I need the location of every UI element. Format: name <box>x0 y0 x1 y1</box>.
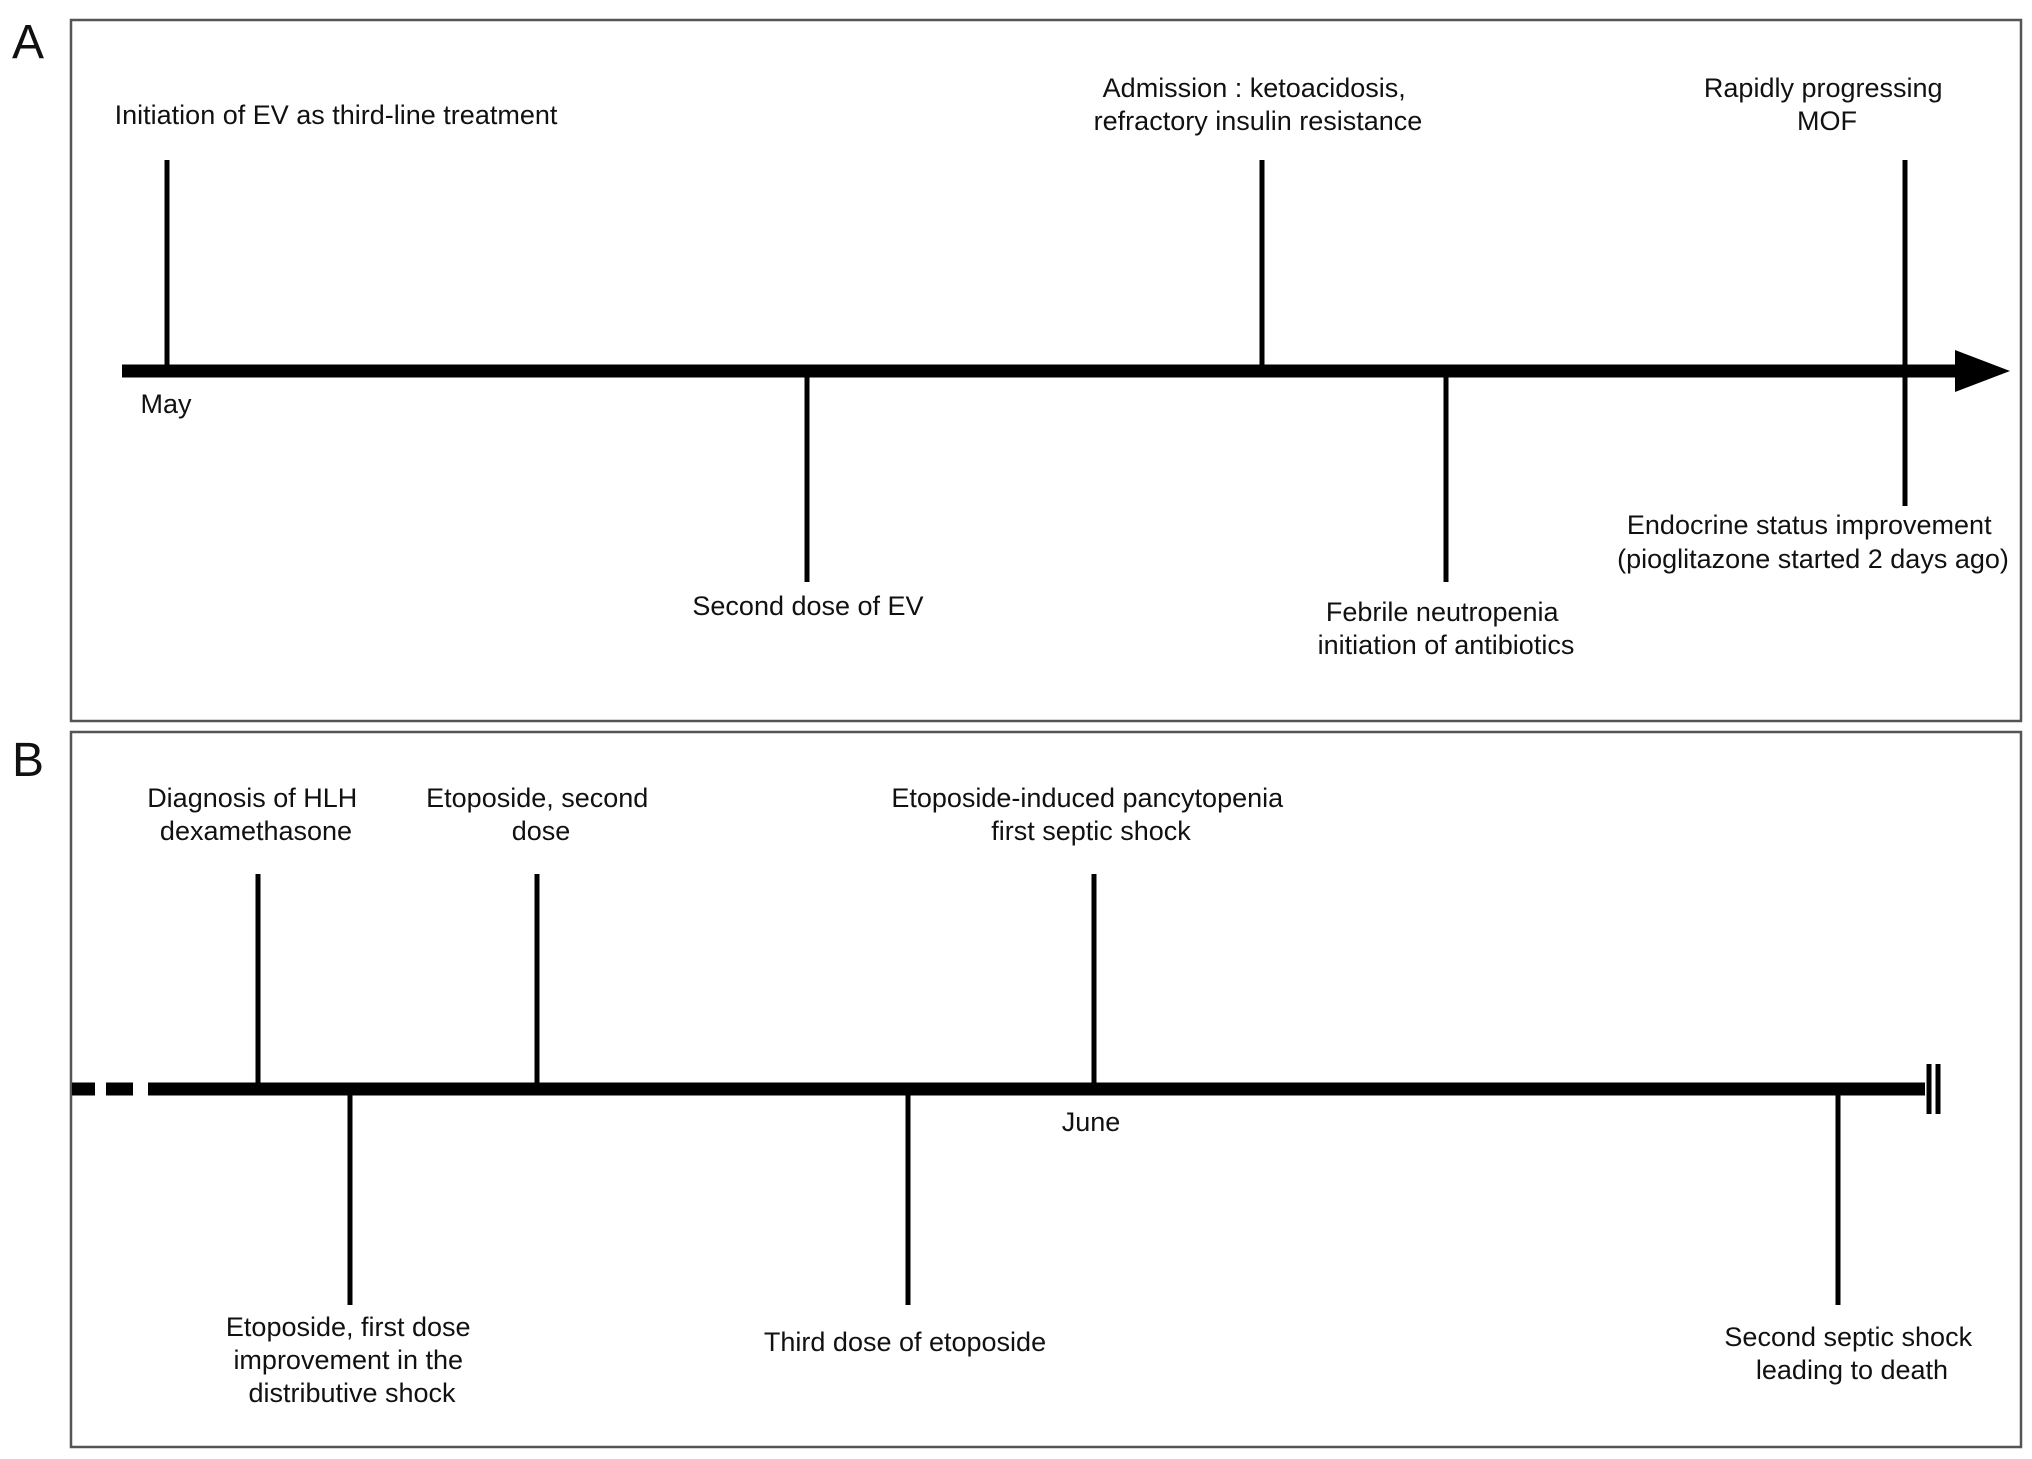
panel-b-event-1: Diagnosis of HLH dexamethasone <box>147 783 365 1089</box>
panel-b-event-6: Second septic shock leading to death <box>1724 1089 1979 1385</box>
event-label: Initiation of EV as third-line treatment <box>115 100 558 130</box>
panel-a-event-6: Endocrine status improvement (pioglitazo… <box>1617 371 2009 574</box>
event-label-line: Second septic shock <box>1724 1322 1972 1352</box>
event-label-line: Etoposide-induced pancytopenia <box>891 783 1284 813</box>
event-label-line: Rapidly progressing <box>1704 73 1943 103</box>
event-label-line: Third dose of etoposide <box>764 1327 1046 1357</box>
panel-a-letter: A <box>12 16 44 69</box>
event-label-line: MOF <box>1797 106 1857 136</box>
event-label-line: Etoposide, first dose <box>226 1312 471 1342</box>
event-label: Etoposide-induced pancytopenia first sep… <box>891 783 1290 846</box>
panel-a-event-3: Admission : ketoacidosis, refractory ins… <box>1094 73 1423 371</box>
event-label-line: distributive shock <box>248 1378 456 1408</box>
panel-a-frame <box>69 18 2023 723</box>
event-label-line: (pioglitazone started 2 days ago) <box>1617 544 2009 574</box>
panel-a-event-2: Second dose of EV <box>692 371 924 621</box>
event-label: Third dose of etoposide <box>764 1327 1046 1357</box>
event-label: Second dose of EV <box>692 591 923 621</box>
event-label-line: Initiation of EV as third-line treatment <box>115 100 558 130</box>
event-label: Etoposide, first dose improvement in the… <box>226 1312 478 1408</box>
event-label-line: Admission : ketoacidosis, <box>1103 73 1406 103</box>
event-label-line: initiation of antibiotics <box>1318 630 1575 660</box>
panel-a-start-label: May <box>140 389 192 419</box>
event-label-line: Febrile neutropenia <box>1326 597 1560 627</box>
event-label: Rapidly progressing MOF <box>1704 73 1950 136</box>
panel-b-letter: B <box>12 734 44 787</box>
event-label: Febrile neutropenia initiation of antibi… <box>1318 597 1575 660</box>
event-label: Second septic shock leading to death <box>1724 1322 1979 1385</box>
event-label-line: Second dose of EV <box>692 591 923 621</box>
panel-a-event-5: Rapidly progressing MOF <box>1704 73 1950 371</box>
event-label-line: first septic shock <box>991 816 1191 846</box>
panel-a: A May Initiation of EV as third-line tre… <box>12 16 2023 723</box>
panel-a-axis-arrowhead <box>1955 350 2010 392</box>
panel-b-event-5: Etoposide-induced pancytopenia first sep… <box>891 783 1290 1089</box>
panel-b-frame <box>69 730 2023 1449</box>
event-label-line: Diagnosis of HLH <box>147 783 357 813</box>
event-label: Etoposide, second dose <box>426 783 656 846</box>
panel-b-event-4: Third dose of etoposide <box>764 1089 1046 1357</box>
event-label-line: Etoposide, second <box>426 783 648 813</box>
panel-b-event-2: Etoposide, first dose improvement in the… <box>226 1089 478 1408</box>
panel-b-mid-label: June <box>1062 1107 1121 1137</box>
event-label-line: Endocrine status improvement <box>1627 510 1992 540</box>
event-label-line: dexamethasone <box>160 816 352 846</box>
event-label-line: improvement in the <box>233 1345 463 1375</box>
panel-b-event-3: Etoposide, second dose <box>426 783 656 1089</box>
event-label-line: refractory insulin resistance <box>1094 106 1423 136</box>
event-label-line: dose <box>512 816 571 846</box>
panel-a-event-1: Initiation of EV as third-line treatment <box>115 100 558 371</box>
event-label: Endocrine status improvement (pioglitazo… <box>1617 510 2009 574</box>
event-label: Admission : ketoacidosis, refractory ins… <box>1094 73 1423 136</box>
event-label-line: leading to death <box>1756 1355 1948 1385</box>
panel-b: B June Diagnosis of HLH dexamethasone Et… <box>12 730 2023 1449</box>
panel-a-event-4: Febrile neutropenia initiation of antibi… <box>1318 371 1575 660</box>
event-label: Diagnosis of HLH dexamethasone <box>147 783 365 846</box>
